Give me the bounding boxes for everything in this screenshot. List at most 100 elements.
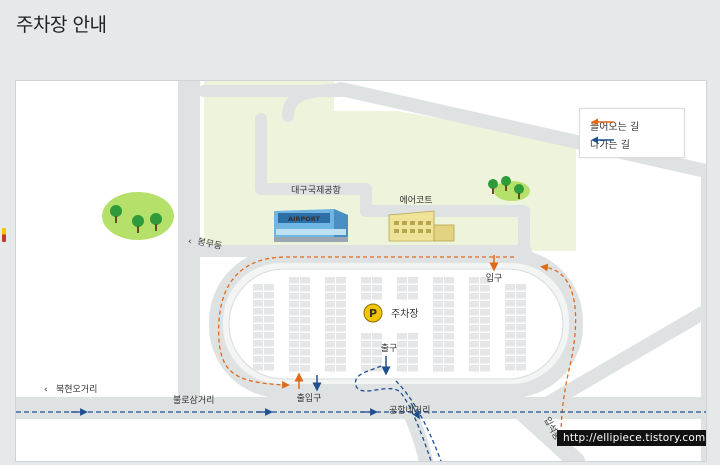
parking-stall xyxy=(469,309,479,316)
parking-symbol: P xyxy=(369,307,377,320)
parking-stall xyxy=(253,300,263,307)
parking-stall xyxy=(433,365,443,372)
parking-stall xyxy=(289,277,299,284)
parking-stall xyxy=(253,324,263,331)
parking-stall xyxy=(264,300,274,307)
parking-stall xyxy=(433,349,443,356)
parking-stall xyxy=(336,309,346,316)
watermark-url: http://ellipiece.tistory.com xyxy=(557,430,706,446)
incoming-route-right xyxy=(540,263,577,442)
parking-stall xyxy=(300,333,310,340)
parking-stall xyxy=(516,308,526,315)
parking-stall xyxy=(253,284,263,291)
parking-stall xyxy=(505,348,515,355)
parking-stall xyxy=(361,349,371,356)
parking-stall xyxy=(516,300,526,307)
parking-stall xyxy=(408,365,418,372)
parking-stall xyxy=(336,341,346,348)
parking-stall xyxy=(325,317,335,324)
parking-stall xyxy=(397,333,407,340)
parking-stall xyxy=(480,301,490,308)
parking-stall xyxy=(444,357,454,364)
parking-stall xyxy=(408,333,418,340)
parking-stall xyxy=(300,309,310,316)
parking-map: P 주차장 AIRPORT 대구국제공항 에어코트 xyxy=(15,80,707,462)
parking-stall xyxy=(516,332,526,339)
parking-stall xyxy=(397,365,407,372)
parking-stall xyxy=(505,316,515,323)
parking-stall xyxy=(361,357,371,364)
page-title: 주차장 안내 xyxy=(16,14,107,36)
parking-stall xyxy=(397,285,407,292)
parking-stall xyxy=(361,341,371,348)
parking-stall xyxy=(444,277,454,284)
parking-stall xyxy=(289,317,299,324)
parking-stall xyxy=(480,285,490,292)
parking-symbol-circle xyxy=(363,303,383,323)
parking-stall xyxy=(361,365,371,372)
legend-outgoing: 나가는 길 xyxy=(590,135,630,151)
parking-stall xyxy=(264,340,274,347)
parking-stall xyxy=(289,301,299,308)
parking-stall xyxy=(433,301,443,308)
parking-stall xyxy=(372,365,382,372)
parking-stall xyxy=(480,293,490,300)
parking-stall xyxy=(433,285,443,292)
road-diagonal-lower-right xyxy=(519,304,706,423)
parking-stall xyxy=(444,293,454,300)
parking-stall xyxy=(325,365,335,372)
parking-stall xyxy=(433,357,443,364)
parking-stall xyxy=(397,349,407,356)
parking-stall xyxy=(300,277,310,284)
parking-stall xyxy=(300,349,310,356)
parking-stall xyxy=(336,365,346,372)
incoming-route-loop xyxy=(217,256,514,389)
parking-stall xyxy=(469,333,479,340)
aircourt-building xyxy=(388,210,455,242)
parking-stall xyxy=(505,324,515,331)
parking-stall xyxy=(516,324,526,331)
parking-stall xyxy=(325,333,335,340)
road-south xyxy=(512,402,585,461)
side-scroll-marker xyxy=(2,228,6,242)
parking-stall xyxy=(408,341,418,348)
road-airport-top xyxy=(255,113,530,257)
parking-stall xyxy=(336,277,346,284)
parking-stall xyxy=(300,365,310,372)
parking-stall xyxy=(505,284,515,291)
parking-stall xyxy=(480,333,490,340)
parking-stalls xyxy=(253,277,526,372)
parking-stall xyxy=(469,357,479,364)
parking-stall xyxy=(264,364,274,371)
parking-stall xyxy=(289,309,299,316)
parking-stall xyxy=(336,333,346,340)
parking-stall xyxy=(264,316,274,323)
parking-stall xyxy=(289,341,299,348)
parking-stall xyxy=(289,333,299,340)
parking-stall xyxy=(372,333,382,340)
parking-stall xyxy=(325,277,335,284)
exit-label: 출구 xyxy=(381,343,398,354)
parking-stall xyxy=(444,341,454,348)
parking-stall xyxy=(444,317,454,324)
parking-stall xyxy=(444,349,454,356)
parking-stall xyxy=(264,332,274,339)
parking-stall xyxy=(264,348,274,355)
parking-stall xyxy=(372,349,382,356)
bongmu-chevron: ‹ xyxy=(188,237,192,247)
parking-stall xyxy=(433,277,443,284)
parking-stall xyxy=(372,341,382,348)
parking-stall xyxy=(289,349,299,356)
parking-stall xyxy=(264,284,274,291)
parking-stall xyxy=(444,365,454,372)
parking-stall xyxy=(336,325,346,332)
parking-stall xyxy=(336,285,346,292)
parking-stall xyxy=(253,340,263,347)
parking-stall xyxy=(408,277,418,284)
parking-stall xyxy=(480,277,490,284)
parking-stall xyxy=(408,349,418,356)
legend-incoming-label: 들어오는 길 xyxy=(590,121,640,133)
parking-label: 주차장 xyxy=(391,308,419,320)
legend-outgoing-label: 나가는 길 xyxy=(590,139,630,151)
tree-cluster-right xyxy=(488,176,530,201)
